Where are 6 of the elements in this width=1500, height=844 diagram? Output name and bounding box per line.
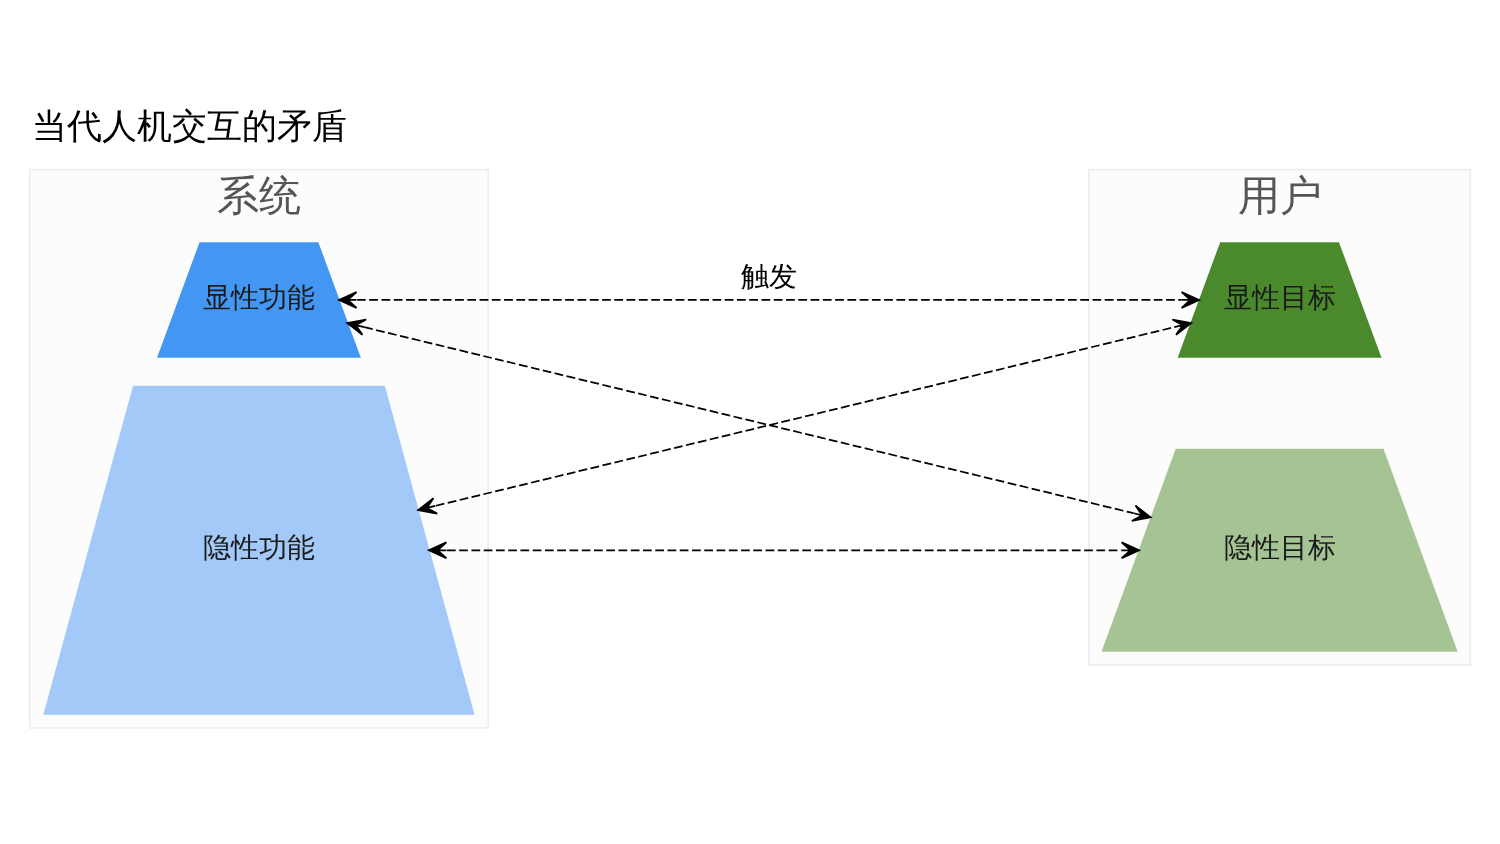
diagram-title: 当代人机交互的矛盾: [32, 105, 348, 146]
edge-label: 触发: [741, 259, 798, 293]
arrow: [417, 318, 1193, 514]
arrow: [346, 318, 1152, 522]
arrow: [338, 290, 1201, 309]
arrow: [428, 541, 1141, 559]
